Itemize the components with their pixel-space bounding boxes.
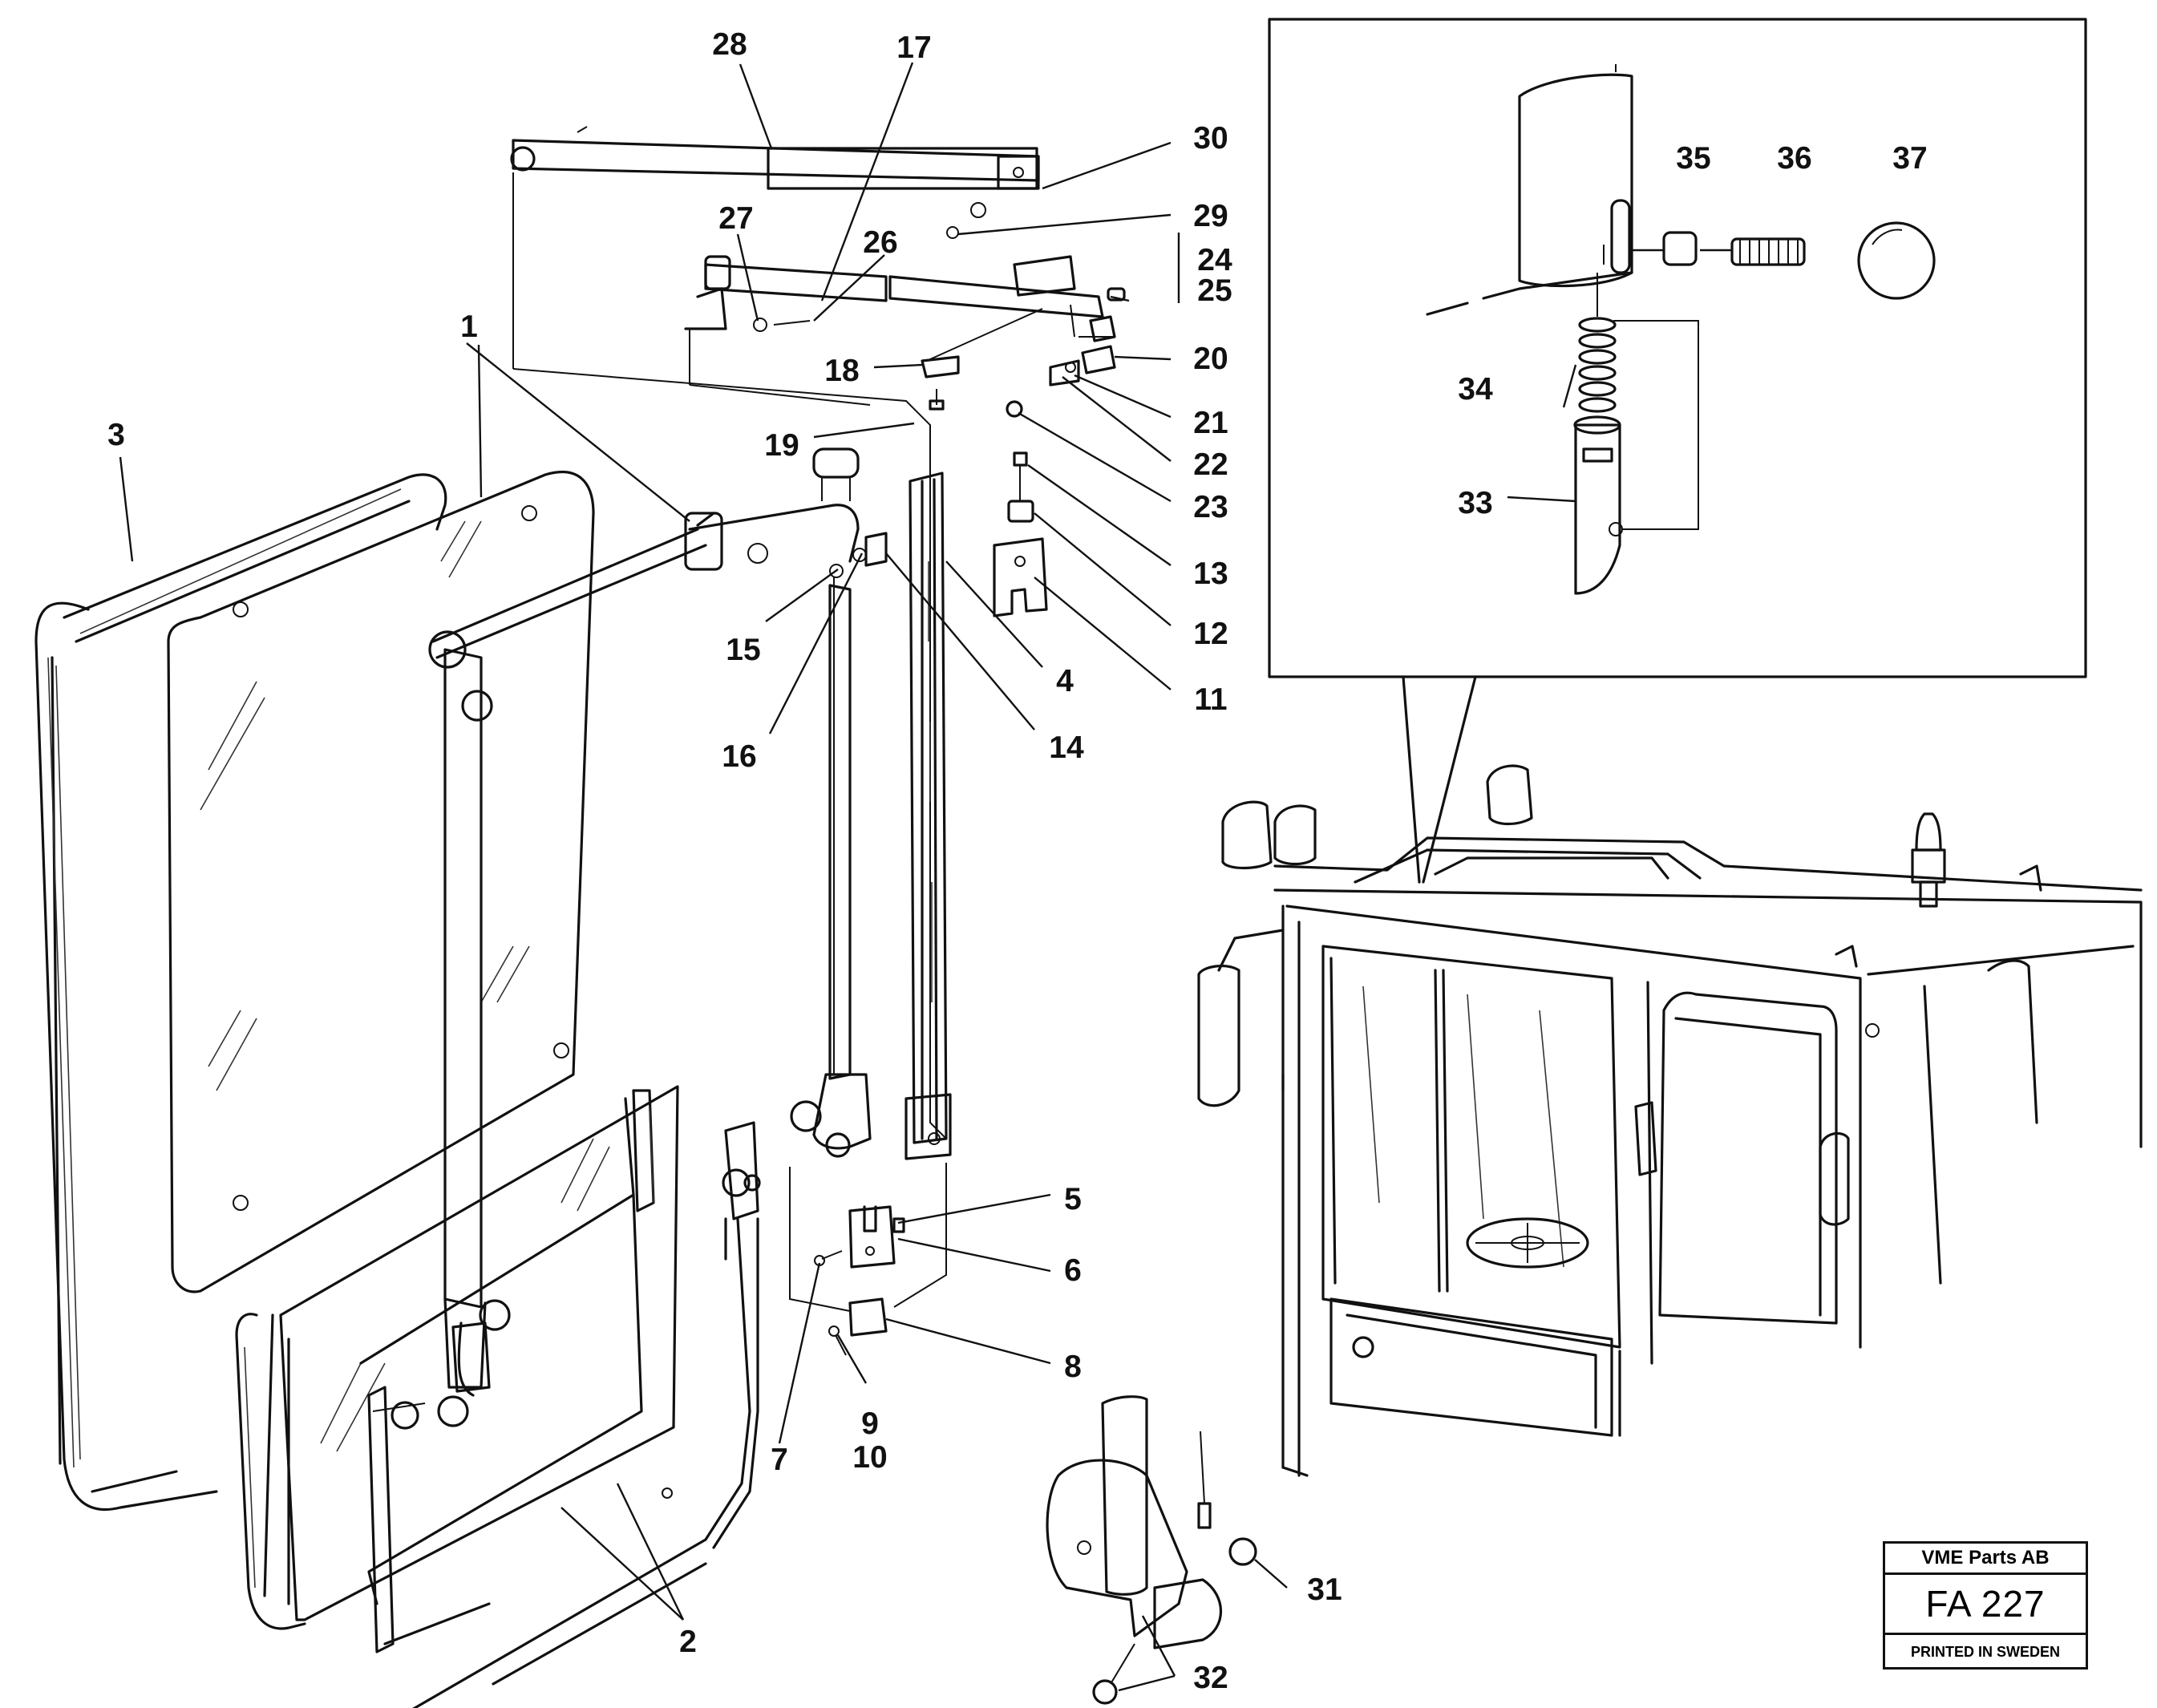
stamp-code: FA 227 <box>1885 1575 2086 1635</box>
callout-27: 27 <box>718 201 753 236</box>
lower-pane-assembly-2 <box>235 1085 679 1653</box>
callout-25: 25 <box>1197 273 1232 308</box>
callout-11: 11 <box>1194 682 1227 717</box>
door-frame <box>412 1121 761 1708</box>
middle-rail <box>684 255 1126 406</box>
callout-5: 5 <box>1064 1182 1082 1216</box>
callout-4: 4 <box>1056 664 1074 698</box>
cab-illustration <box>1197 764 2143 1477</box>
top-track-28 <box>510 126 1040 1139</box>
window-frame-3 <box>34 473 447 1512</box>
callout-2: 2 <box>679 1625 697 1659</box>
small-parts-top <box>921 345 1116 617</box>
vertical-rail-4 <box>904 472 952 1160</box>
stamp-printed: PRINTED IN SWEDEN <box>1910 1644 2060 1660</box>
leader-lines <box>119 62 1577 1692</box>
callout-29: 29 <box>1193 199 1228 233</box>
callout-36: 36 <box>1777 141 1811 176</box>
callout-33: 33 <box>1458 486 1492 520</box>
callout-10: 10 <box>852 1440 887 1475</box>
callout-16: 16 <box>722 739 756 774</box>
callout-20: 20 <box>1193 342 1228 376</box>
spring-36 <box>1730 237 1806 266</box>
callout-30: 30 <box>1193 121 1228 156</box>
callout-35: 35 <box>1676 141 1710 176</box>
hinge-bracket <box>1046 1395 1257 1705</box>
callout-7: 7 <box>771 1443 788 1477</box>
stamp-company: VME Parts AB <box>1885 1544 2086 1575</box>
callout-34: 34 <box>1458 372 1493 407</box>
spring-34 <box>1578 317 1617 413</box>
pin-and-bracket <box>790 447 888 1158</box>
callout-13: 13 <box>1193 557 1228 591</box>
callout-37: 37 <box>1892 141 1927 176</box>
callout-19: 19 <box>764 428 799 463</box>
callout-labels: 28 17 30 29 27 26 24 25 18 20 21 22 23 1… <box>107 27 1928 1695</box>
callout-18: 18 <box>824 354 859 388</box>
callout-15: 15 <box>726 633 760 667</box>
callout-9: 9 <box>861 1406 879 1441</box>
callout-23: 23 <box>1193 490 1228 524</box>
callout-3: 3 <box>107 418 125 452</box>
callout-26: 26 <box>863 225 897 260</box>
callout-6: 6 <box>1064 1253 1082 1288</box>
callout-28: 28 <box>712 27 747 62</box>
detail-inset <box>1268 18 2087 884</box>
callout-22: 22 <box>1193 447 1228 482</box>
callout-24: 24 <box>1197 243 1232 277</box>
title-stamp: VME Parts AB FA 227 PRINTED IN SWEDEN <box>1883 1541 2088 1670</box>
callout-1: 1 <box>460 310 478 344</box>
glass-pane-1 <box>167 470 595 1293</box>
arm-assembly <box>428 504 860 1397</box>
callout-14: 14 <box>1049 731 1084 765</box>
ball-37 <box>1857 221 1936 300</box>
latch-handle <box>372 1321 491 1430</box>
callout-8: 8 <box>1064 1350 1082 1384</box>
callout-31: 31 <box>1307 1572 1342 1607</box>
callout-12: 12 <box>1193 617 1228 651</box>
lower-clips <box>789 1163 947 1356</box>
callout-17: 17 <box>896 30 931 65</box>
callout-21: 21 <box>1193 406 1228 440</box>
callout-32: 32 <box>1193 1661 1228 1695</box>
